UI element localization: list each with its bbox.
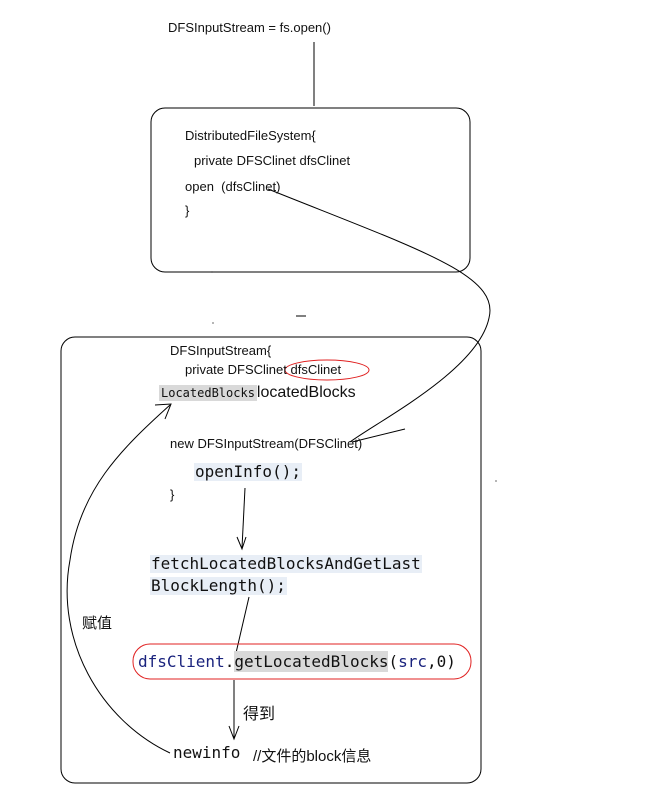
dfs-box bbox=[150, 107, 471, 273]
connector-fetch-down bbox=[235, 596, 250, 654]
arrowhead-openinfo bbox=[236, 536, 247, 551]
connector-open-to-new bbox=[267, 188, 491, 443]
dfs-class-header: DistributedFileSystem{ bbox=[185, 128, 316, 143]
get-arg1: src bbox=[398, 652, 428, 671]
dfs-field-line: private DFSClinet dfsClinet bbox=[194, 153, 351, 168]
stray-dot-1 bbox=[211, 271, 213, 273]
stream-box bbox=[60, 336, 482, 784]
getlocatedblocks-call: dfsClient.getLocatedBlocks(src,0) bbox=[138, 651, 456, 672]
locatedblocks-type: LocatedBlocks bbox=[159, 385, 257, 401]
stray-dot-3 bbox=[495, 480, 497, 482]
dfsclinet-ellipse bbox=[284, 359, 370, 381]
dfs-open-name: open bbox=[185, 179, 214, 194]
obtain-label: 得到 bbox=[243, 706, 276, 723]
locatedblocks-name: locatedBlocks bbox=[256, 384, 356, 401]
get-comma: , bbox=[427, 652, 437, 671]
newinfo-var: newinfo bbox=[173, 743, 241, 762]
arrowhead-get bbox=[228, 725, 240, 741]
constructor-line: new DFSInputStream(DFSClinet) bbox=[170, 436, 363, 451]
stream-field-prefix: private DFSClinet bbox=[185, 362, 291, 377]
newinfo-comment: //文件的block信息 bbox=[253, 748, 372, 765]
connector-new-tick bbox=[351, 428, 406, 443]
connector-assign bbox=[66, 404, 171, 754]
get-dot: . bbox=[224, 652, 235, 671]
fetch-call-line1: fetchLocatedBlocksAndGetLast bbox=[150, 554, 422, 573]
get-method: getLocatedBlocks bbox=[234, 651, 389, 672]
dfs-open-arg: (dfsClinet) bbox=[221, 179, 281, 194]
fetch-call-line2: BlockLength(); bbox=[150, 576, 287, 595]
dfs-class-close: } bbox=[185, 203, 190, 218]
stream-class-header: DFSInputStream{ bbox=[170, 343, 272, 358]
get-obj: dfsClient bbox=[138, 652, 225, 671]
stray-dot-2 bbox=[212, 322, 214, 324]
arrowhead-assign bbox=[154, 403, 172, 420]
get-open: ( bbox=[388, 652, 399, 671]
stream-field-name: dfsClinet bbox=[290, 362, 342, 377]
assign-label: 赋值 bbox=[82, 615, 113, 632]
connector-openinfo-down bbox=[241, 487, 246, 549]
get-close: ) bbox=[446, 652, 456, 671]
openinfo-call: openInfo(); bbox=[194, 462, 302, 481]
top-call-text: DFSInputStream = fs.open() bbox=[168, 20, 331, 35]
stream-field-line: private DFSClinet dfsClinet bbox=[185, 363, 341, 376]
stream-class-close: } bbox=[170, 487, 175, 502]
getlocatedblocks-ellipse bbox=[132, 643, 472, 680]
get-arg2: 0 bbox=[436, 652, 447, 671]
dfs-open-method: open (dfsClinet) bbox=[185, 180, 280, 193]
